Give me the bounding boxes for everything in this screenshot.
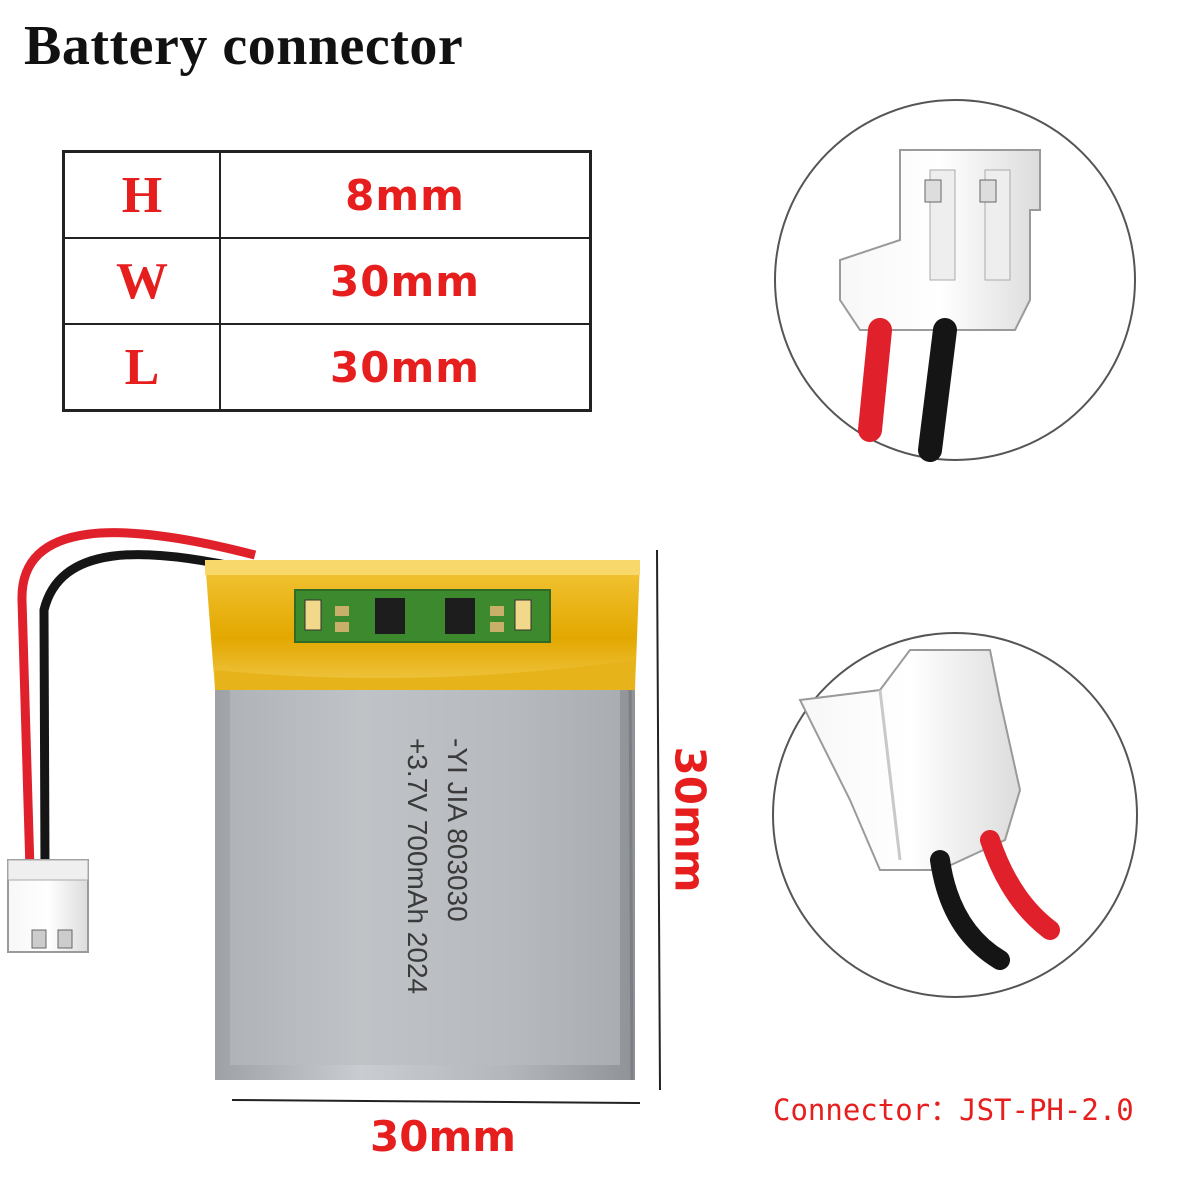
table-row: H 8mm [62,150,592,239]
length-annotation: 30mm [665,746,715,893]
dimension-key-w: W [62,237,221,325]
width-annotation: 30mm [370,1112,516,1161]
table-row: W 30mm [62,237,592,325]
table-row: L 30mm [62,323,592,412]
dimension-key-h: H [62,150,221,239]
connector-side-image [772,632,1138,998]
dimensions-table: H 8mm W 30mm L 30mm [62,150,592,412]
page-title: Battery connector [24,15,464,77]
connector-top-image [774,99,1136,462]
battery-cell-image [205,560,640,1081]
dimension-key-l: L [62,323,221,412]
connector-label: Connector：JST-PH-2.0 [773,1093,1134,1127]
width-dimension-line [231,1099,641,1104]
dimension-value-l: 30mm [219,323,592,412]
length-dimension-line [656,549,661,1091]
battery-print: -YI JIA 803030 +3.7V 700mAh 2024 [402,738,473,994]
dimension-value-w: 30mm [219,237,592,325]
battery-print-line1: -YI JIA 803030 [442,738,473,922]
battery-print-line2: +3.7V 700mAh 2024 [402,738,433,994]
dimension-value-h: 8mm [219,150,592,239]
